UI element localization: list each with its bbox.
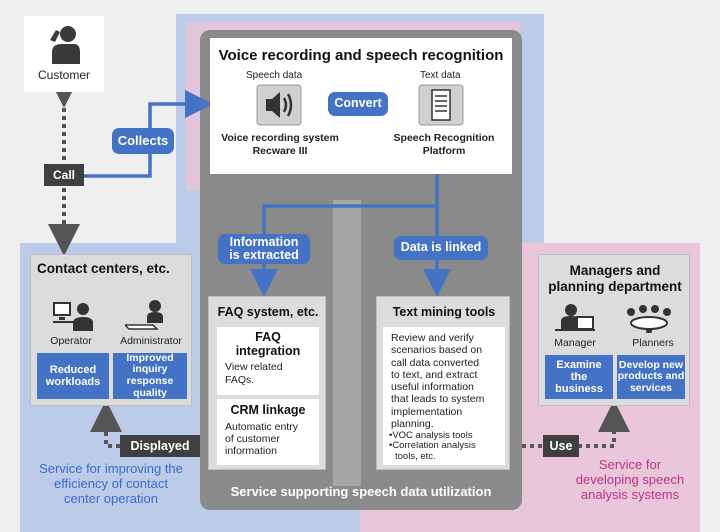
faq-desc-line2: FAQs.	[225, 373, 255, 386]
benefit-develop-line2: products and	[617, 370, 685, 383]
text-mining-desc-line6: that leads to system	[391, 393, 485, 406]
benefit-improved-line1: Improved	[126, 351, 174, 364]
customer-label: Customer	[37, 68, 90, 82]
efficiency-caption-line3: center operation	[64, 490, 158, 506]
benefit-improved-quality: Improved inquiry response quality	[113, 351, 187, 399]
convert-tag: Convert	[328, 92, 388, 116]
recording-system-line1: Voice recording system	[221, 132, 339, 144]
text-mining-bullet-correlation-line2: tools, etc.	[395, 450, 436, 462]
crm-desc-line3: information	[225, 445, 277, 458]
managers-title-line1: Managers and	[569, 263, 661, 278]
efficiency-caption-line2: efficiency of contact	[54, 475, 168, 491]
text-mining-desc-line8: planning.	[391, 417, 434, 430]
benefit-develop-line3: services	[629, 381, 673, 394]
crm-linkage-box: CRM linkage Automatic entry of customer …	[217, 399, 319, 465]
text-data-label: Text data	[420, 70, 461, 81]
text-mining-panel: Text mining tools Review and verify scen…	[376, 296, 510, 470]
development-caption-line1: Service for	[598, 457, 662, 472]
info-extracted-line2: is extracted	[229, 248, 299, 262]
benefit-examine-line3: business	[555, 383, 603, 396]
faq-integration-desc: View related FAQs.	[225, 361, 283, 386]
platform-line1: Speech Recognition	[393, 132, 495, 144]
center-divider	[333, 200, 361, 486]
speech-data-label: Speech data	[246, 70, 303, 81]
benefit-develop-products: Develop new products and services	[617, 355, 685, 399]
customer-box: Customer	[24, 16, 104, 92]
displayed-tag: Displayed	[120, 435, 200, 457]
voice-recording-title: Voice recording and speech recognition	[218, 47, 504, 64]
document-icon	[418, 84, 464, 126]
use-connector	[522, 400, 630, 448]
benefit-reduced-line1: Reduced	[49, 363, 97, 376]
benefit-reduced-workloads: Reduced workloads	[37, 353, 109, 399]
managers-title-line2: planning department	[548, 279, 682, 295]
text-mining-desc-line3: call data converted	[391, 356, 480, 369]
info-extracted-line1: Information	[229, 234, 299, 249]
text-mining-bullet-voc: •VOC analysis tools	[389, 430, 473, 441]
collects-tag: Collects	[112, 128, 174, 154]
managers-title: Managers and planning department	[539, 263, 691, 295]
contact-centers-title: Contact centers, etc.	[37, 261, 170, 276]
text-mining-desc-line4: to text, and extract	[391, 368, 478, 381]
benefit-develop-line1: Develop new	[618, 358, 684, 371]
faq-integration-title-line1: FAQ	[255, 330, 281, 344]
use-tag: Use	[543, 435, 579, 457]
efficiency-service-caption: Service for improving the efficiency of …	[22, 461, 200, 507]
info-extracted-tag: Information is extracted	[218, 234, 310, 264]
text-mining-bullet-correlation: •Correlation analysis	[389, 440, 476, 452]
efficiency-caption-line1: Service for improving the	[39, 461, 183, 476]
faq-system-panel: FAQ system, etc. FAQ integration View re…	[208, 296, 326, 470]
administrator-label: Administrator	[120, 335, 182, 347]
text-mining-desc-box: Review and verify scenarios based on cal…	[383, 327, 505, 465]
faq-system-title: FAQ system, etc.	[217, 305, 319, 319]
benefit-examine-line1: Examine	[556, 358, 602, 371]
crm-linkage-desc: Automatic entry of customer information	[225, 421, 298, 457]
text-mining-title: Text mining tools	[392, 305, 496, 319]
manager-label: Manager	[554, 337, 596, 349]
crm-linkage-title: CRM linkage	[230, 403, 306, 417]
faq-integration-box: FAQ integration View related FAQs.	[217, 327, 319, 395]
speaker-icon	[256, 84, 302, 126]
speech-utilization-caption: Service supporting speech data utilizati…	[230, 484, 492, 499]
text-mining-desc-line1: Review and verify	[391, 332, 474, 344]
manager-icon	[555, 304, 595, 331]
faq-integration-title: FAQ integration	[217, 330, 319, 359]
development-caption-line3: analysis systems	[580, 486, 680, 502]
administrator-icon	[125, 300, 163, 330]
recording-system-name: Voice recording system Recware III	[212, 132, 348, 158]
recognition-platform-name: Speech Recognition Platform	[376, 132, 512, 158]
planners-label: Planners	[632, 337, 674, 349]
recording-system-line2: Recware III	[252, 145, 308, 158]
text-mining-desc-line2: scenarios based on	[391, 344, 483, 357]
platform-line2: Platform	[422, 145, 466, 158]
benefit-improved-line3: response	[126, 375, 174, 387]
development-service-caption: Service for developing speech analysis s…	[560, 457, 700, 503]
crm-desc-line1: Automatic entry	[225, 421, 298, 433]
info-extracted-connector	[250, 173, 439, 297]
operator-label: Operator	[50, 335, 92, 347]
text-mining-desc: Review and verify scenarios based on cal…	[391, 332, 484, 430]
text-mining-desc-line5: useful information	[391, 381, 474, 394]
customer-icon	[50, 26, 80, 64]
managers-panel: Managers and planning department Manager…	[538, 254, 690, 406]
faq-integration-title-line2: integration	[235, 343, 301, 358]
benefit-improved-line4: quality	[133, 386, 167, 399]
benefit-reduced-line2: workloads	[45, 376, 101, 388]
planners-icon	[627, 305, 671, 333]
call-tag: Call	[44, 164, 84, 186]
crm-desc-line2: of customer	[225, 433, 280, 446]
benefit-examine-line2: the	[570, 370, 588, 383]
benefit-examine-business: Examine the business	[545, 355, 613, 399]
development-caption-line2: developing speech	[575, 471, 685, 487]
contact-centers-panel: Contact centers, etc. Operator Administr…	[30, 254, 192, 406]
data-linked-tag: Data is linked	[394, 236, 488, 260]
operator-icon	[53, 302, 93, 331]
text-mining-desc-line7: implementation	[391, 405, 463, 418]
benefit-improved-line2: inquiry	[132, 363, 168, 376]
faq-desc-line1: View related	[225, 361, 283, 373]
text-mining-bullets: •VOC analysis tools •Correlation analysi…	[389, 430, 476, 462]
